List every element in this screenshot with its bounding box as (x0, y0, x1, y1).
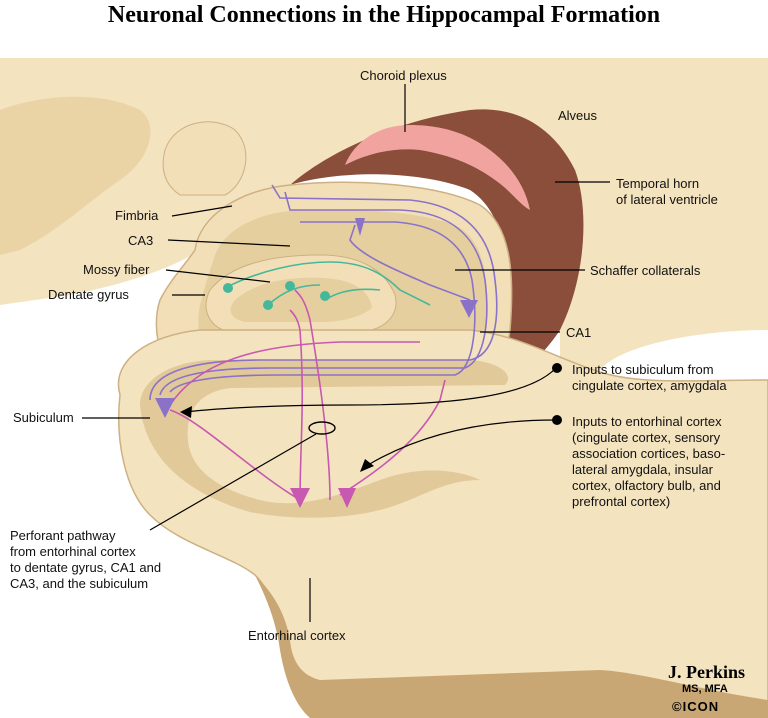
label-mossy-fiber: Mossy fiber (83, 262, 150, 277)
arrowhead-subiculum (180, 406, 192, 418)
label-subiculum: Subiculum (13, 410, 74, 425)
granule-cell (320, 291, 330, 301)
label-dentate-gyrus: Dentate gyrus (48, 287, 129, 302)
granule-cell (285, 281, 295, 291)
label-ca1: CA1 (566, 325, 592, 340)
upper-cortex-fold (0, 96, 151, 255)
label-entorhinal-cortex: Entorhinal cortex (248, 628, 346, 643)
ca3-pyramidal-neuron (355, 218, 365, 236)
label-ca3: CA3 (128, 233, 154, 248)
label-choroid-plexus: Choroid plexus (360, 68, 447, 83)
label-schaffer-collaterals: Schaffer collaterals (590, 263, 701, 278)
fimbria-bump (162, 121, 247, 196)
label-inputs-entorhinal: Inputs to entorhinal cortex (cingulate c… (572, 414, 726, 509)
label-inputs-subiculum: Inputs to subiculum from cingulate corte… (572, 362, 727, 393)
arrowhead-entorhinal (360, 459, 374, 472)
entorhinal-edge (255, 575, 768, 718)
subiculum-layer (140, 360, 509, 518)
entorhinal-pyramidal-neuron-2 (338, 488, 356, 508)
leader-lines (82, 84, 610, 622)
perforant-bundle-marker (308, 421, 336, 435)
entorhinal-pyramidal-neuron-1 (290, 488, 310, 508)
label-temporal-horn: Temporal horn of lateral ventricle (616, 176, 718, 207)
granule-cell (263, 300, 273, 310)
ca1-pyramidal-neuron (460, 300, 478, 318)
subiculum-pyramidal-neuron (155, 398, 175, 418)
choroid-plexus-shape (345, 125, 530, 210)
artist-signature: J. Perkins (668, 662, 746, 682)
label-alveus: Alveus (558, 108, 598, 123)
granule-cell (223, 283, 233, 293)
diagram-title: Neuronal Connections in the Hippocampal … (107, 2, 661, 28)
dentate-gyrus-inner (230, 277, 372, 322)
perforant-pathways (169, 289, 446, 501)
label-fimbria: Fimbria (115, 208, 159, 223)
publisher-logo: ©ICON (672, 699, 720, 714)
inputs-subiculum-dot (552, 363, 562, 373)
artist-credentials: MS, MFA (682, 683, 728, 695)
label-perforant-pathway: Perforant pathway from entorhinal cortex… (10, 528, 162, 591)
inputs-entorhinal-dot (552, 415, 562, 425)
